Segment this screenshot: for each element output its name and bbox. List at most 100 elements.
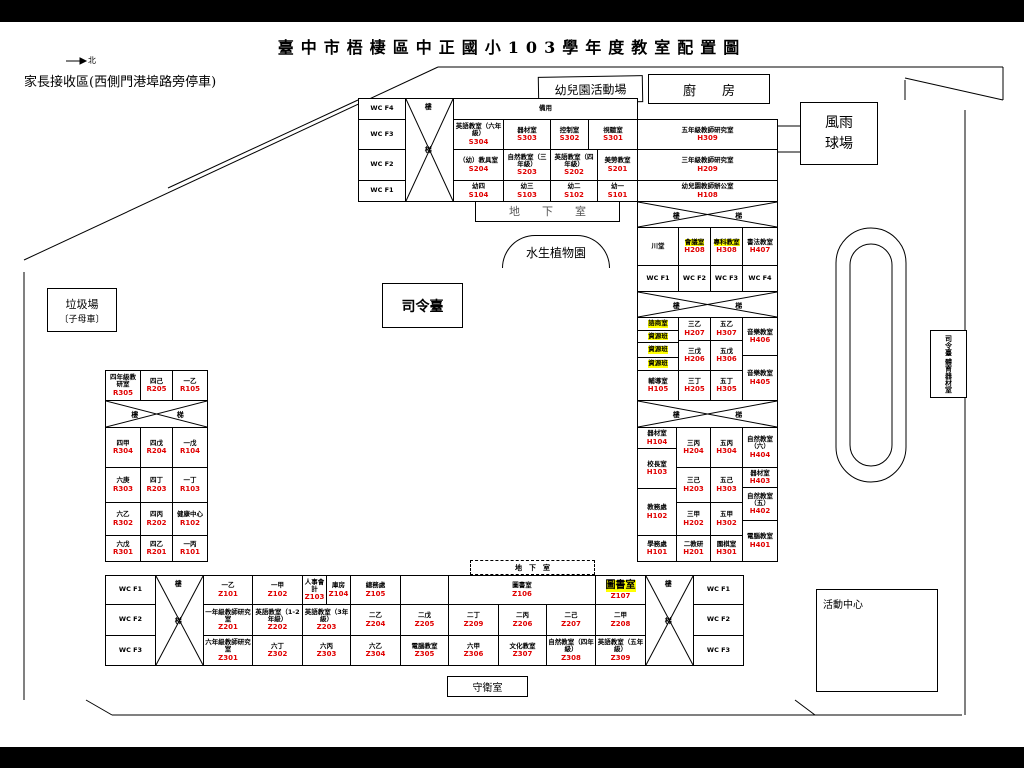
kitchen: 廚 房	[648, 74, 770, 104]
restroom: WC F1	[693, 575, 744, 605]
room-code: Z105	[365, 589, 386, 598]
room-code: Z304	[365, 650, 386, 659]
room-name: 五丙	[720, 438, 733, 447]
map-title: 臺中市梧棲區中正國小103學年度教室配置圖	[277, 38, 747, 57]
stair-cross-icon	[638, 202, 777, 227]
room-code: S203	[517, 168, 537, 177]
room-name: 一戊	[183, 438, 197, 447]
room-name: 三甲	[687, 510, 700, 519]
room-name: 五乙	[720, 320, 733, 329]
room-name: 電腦教室	[747, 532, 773, 541]
room-code: R302	[112, 518, 133, 527]
room-name: 四丁	[150, 476, 163, 485]
room-name: 四己	[150, 376, 163, 385]
room-name: 器材室	[517, 125, 537, 134]
garbage-sublabel: 〔子母車〕	[59, 314, 105, 325]
room-name: 一年級教師研究室	[205, 607, 251, 623]
room-name: 三年級教師研究室	[681, 156, 734, 165]
restroom: WC F3	[693, 635, 744, 666]
room-name: 人事會計	[304, 577, 325, 593]
room-code: H309	[697, 134, 718, 143]
room-name: 三己	[687, 476, 700, 485]
room-name: 六戊	[116, 539, 130, 548]
room-name: WC F1	[706, 585, 731, 594]
restroom: WC F1	[358, 180, 406, 202]
room-name: WC F3	[118, 645, 143, 654]
room-name: WC F2	[370, 160, 394, 169]
room-code: S102	[564, 190, 584, 199]
room-name: 諮商室	[648, 319, 668, 328]
basement-top: 地 下 室	[475, 200, 620, 222]
room-code: S304	[468, 137, 489, 146]
room-name: 輔導室	[648, 376, 668, 385]
room-name: 五甲	[720, 510, 733, 519]
room-code: S204	[468, 164, 489, 173]
stair-label: 梯	[735, 301, 743, 310]
room-code: Z205	[414, 619, 435, 628]
room-name: 幼一	[611, 182, 624, 191]
room-code: R205	[146, 385, 167, 394]
restroom: WC F3	[105, 635, 156, 666]
restroom: WC F1	[105, 575, 156, 605]
room-name: WC F2	[682, 273, 707, 282]
empty-cell	[400, 575, 449, 605]
room-code: H203	[683, 484, 704, 493]
restroom: WC F3	[710, 265, 743, 292]
staircase: 樓梯	[637, 291, 778, 318]
room-code: Z103	[304, 593, 325, 602]
room-name: 英語教室（六年級）	[455, 122, 502, 138]
room-name: 圖書室	[605, 580, 636, 592]
room-name: 自然教室（五）	[747, 491, 773, 507]
room-name: 音樂教室	[747, 369, 773, 378]
classroom: 川堂	[637, 227, 679, 266]
room-name: 美勞教室	[604, 156, 631, 165]
room-name: 學務處	[647, 539, 667, 548]
classroom: 英語教室（六年級）S304	[453, 119, 504, 150]
room-code: H201	[683, 548, 704, 557]
room-code: Z102	[267, 589, 288, 598]
room-code: Z209	[463, 619, 484, 628]
room-code: H404	[749, 450, 771, 459]
room-code: Z106	[512, 589, 532, 598]
room-name: 自然教室（六）	[747, 435, 773, 451]
room-name: 二丙	[516, 611, 529, 620]
stair-label: 樓	[672, 301, 680, 310]
room-code: S303	[517, 134, 537, 143]
stair-cross-icon	[638, 292, 777, 317]
room-name: 英語教室（1-2年級）	[255, 607, 300, 623]
room-code: H103	[646, 468, 668, 477]
room-code: R203	[146, 484, 167, 493]
classroom: 諮商室	[637, 317, 679, 331]
room-code: H307	[716, 328, 737, 337]
room-name: 五己	[720, 476, 733, 485]
room-name: 幼三	[520, 182, 534, 191]
room-name: 五戊	[720, 346, 733, 355]
stair-cross-icon	[406, 99, 453, 201]
stair-label: 梯	[176, 411, 184, 420]
room-code: Z207	[561, 619, 581, 628]
room-name: 四丙	[150, 510, 163, 519]
classroom: 自然教室（五）H402	[742, 487, 778, 521]
